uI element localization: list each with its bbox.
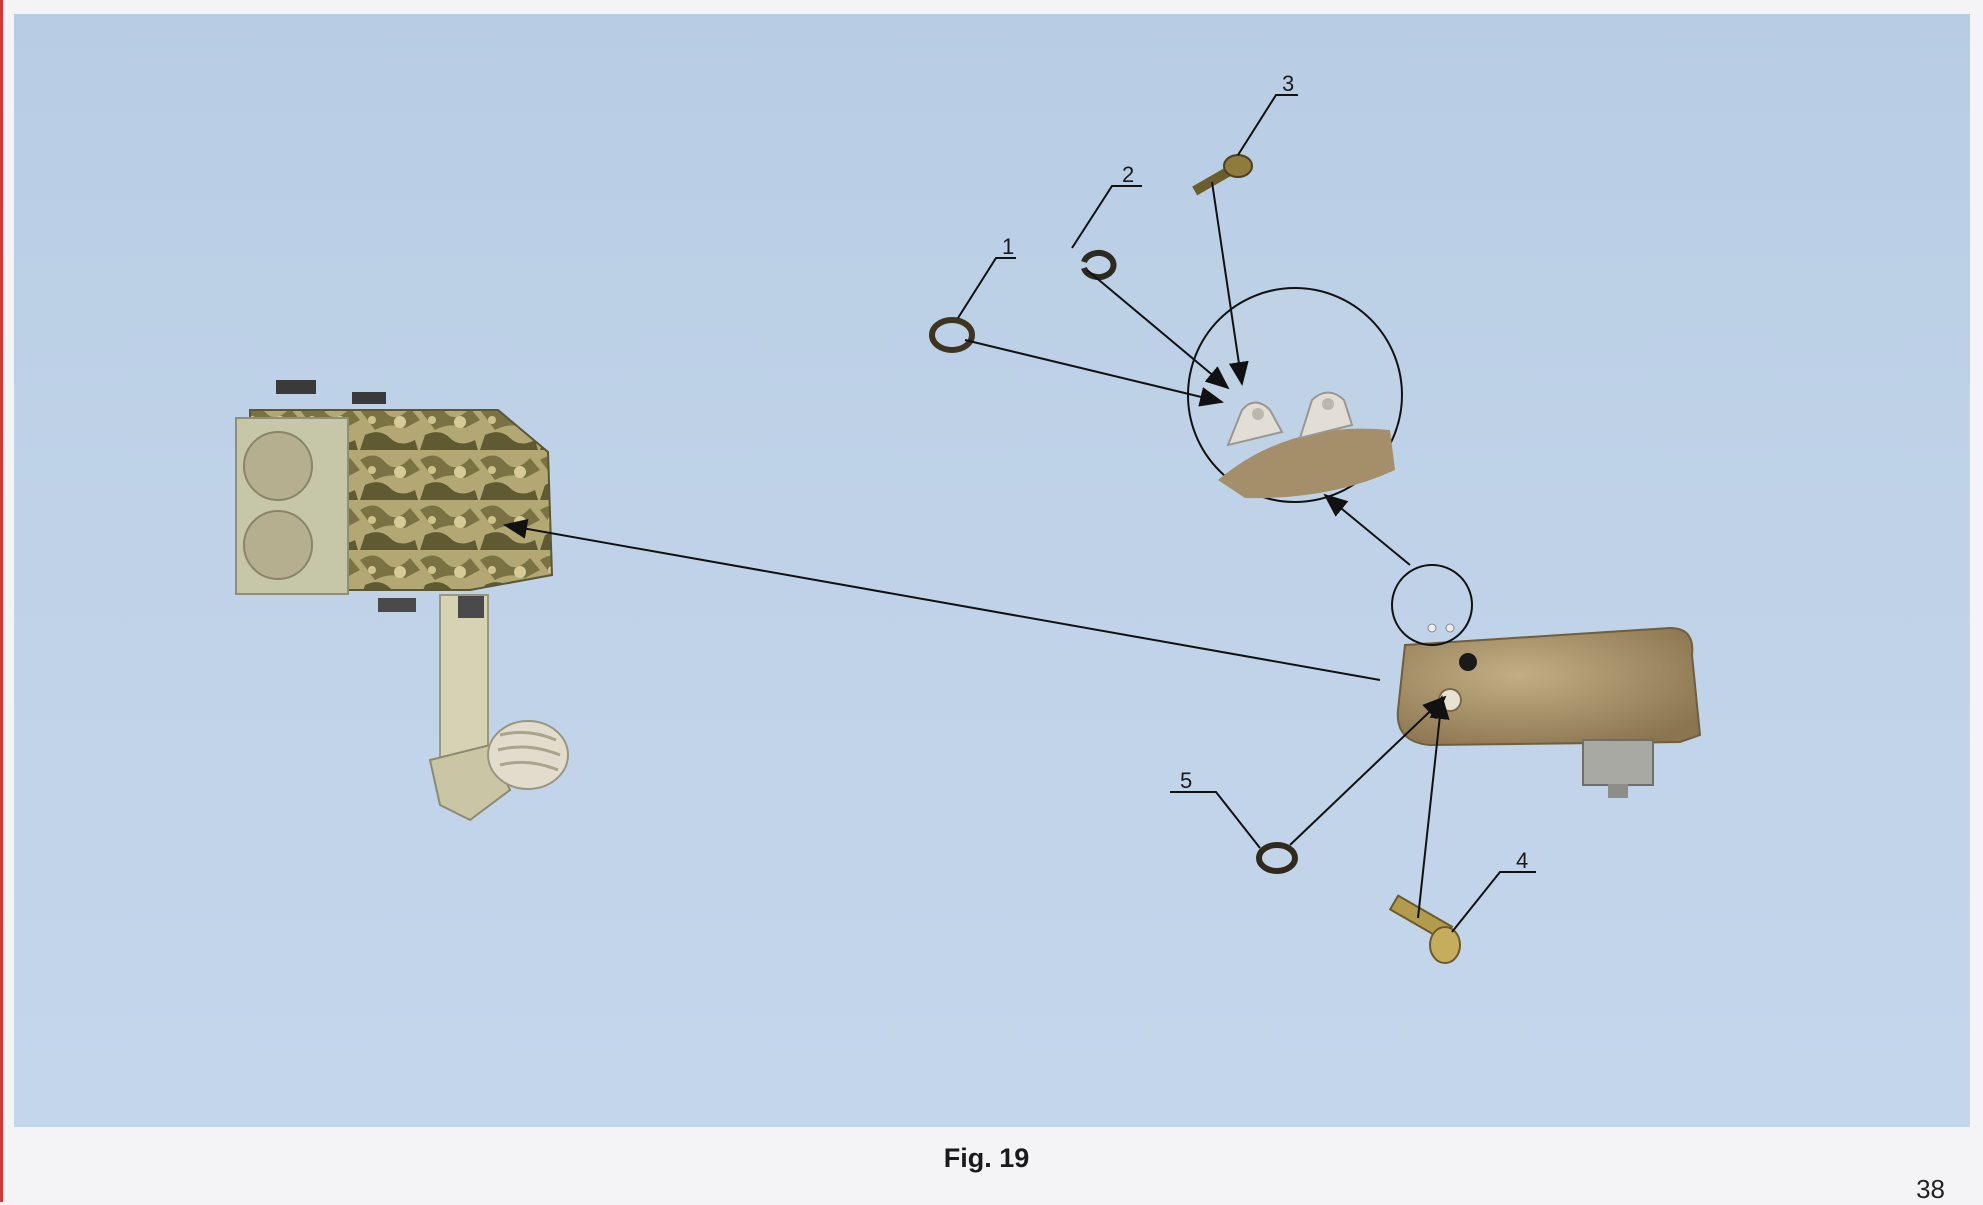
mount-housing (1396, 626, 1702, 747)
leader-2 (1071, 185, 1142, 249)
camo-device (235, 380, 569, 822)
leader-3 (1237, 94, 1298, 156)
leader-4 (1451, 871, 1536, 933)
detail-lug (1298, 391, 1354, 440)
arrow-part-2 (1086, 269, 1230, 390)
part-2-spring-washer (1081, 250, 1117, 280)
arrow-part-5 (1289, 695, 1447, 846)
arrow-part-1 (964, 339, 1224, 407)
page-edge-stripe (0, 0, 3, 1202)
leader-1 (957, 257, 1016, 319)
magnified-detail (1187, 287, 1403, 503)
page-number: 38 (1916, 1174, 1945, 1204)
device-lens-lower (243, 510, 313, 580)
callout-4: 4 (1516, 848, 1528, 873)
callout-5: 5 (1180, 768, 1192, 793)
figure-caption-text: Fig. 19 (943, 1143, 1030, 1173)
parts (929, 154, 1461, 964)
mount-connector-pin (1608, 784, 1628, 798)
device-top-clip (276, 380, 316, 394)
mount-connector (1582, 739, 1654, 786)
part-1-washer (929, 317, 975, 353)
arrow-part-3 (1211, 181, 1249, 386)
device-top-clip (352, 392, 386, 404)
leader-5 (1170, 791, 1261, 849)
part-5-washer (1256, 842, 1298, 874)
mount-body (1391, 564, 1702, 798)
callout-1: 1 (1002, 234, 1014, 259)
arrow-part-4 (1417, 695, 1450, 919)
device-bottom-clip (458, 596, 484, 618)
detail-lug (1226, 401, 1284, 447)
detail-marker-circle (1391, 564, 1473, 646)
callout-2: 2 (1122, 162, 1134, 187)
arrow-to-device (503, 518, 1381, 681)
leader-lines (503, 94, 1536, 933)
device-bottom-clip (378, 598, 416, 612)
device-stem (439, 594, 489, 766)
device-lens-upper (243, 431, 313, 501)
callout-3: 3 (1282, 71, 1294, 96)
arrow-detail (1323, 493, 1411, 566)
mount-hole (1459, 653, 1477, 671)
figure-caption: Fig. 19 (0, 1143, 1983, 1174)
part-4-screw (1388, 894, 1461, 964)
part-3-screw (1192, 154, 1253, 196)
